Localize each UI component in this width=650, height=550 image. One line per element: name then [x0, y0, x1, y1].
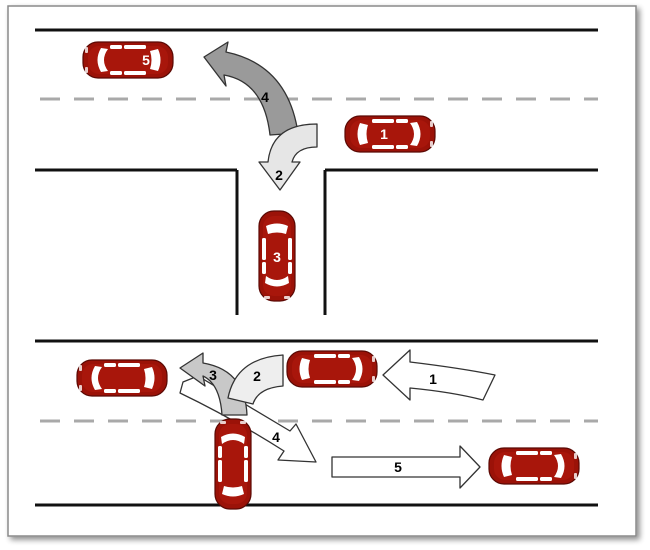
bottom-arrow-5-label: 5 — [394, 459, 402, 475]
bottom-arrow-2: 2 — [227, 354, 284, 405]
bottom-car-mid — [286, 350, 378, 388]
top-arrow-2: 2 — [258, 123, 318, 191]
bottom-arrow-1: 1 — [382, 349, 496, 401]
top-road-lines — [35, 28, 598, 315]
bottom-car-vertical — [215, 419, 251, 509]
top-car-5: 5 — [82, 41, 174, 79]
top-car-1: 1 — [344, 115, 436, 153]
bottom-arrow-2-label: 2 — [253, 368, 261, 384]
bottom-car-right — [488, 447, 580, 485]
top-arrow-4-label: 4 — [261, 89, 269, 105]
bottom-car-left — [76, 359, 168, 397]
bottom-arrow-5: 5 — [331, 445, 481, 489]
bottom-arrow-3-label: 3 — [209, 367, 217, 383]
bottom-arrow-4-label: 4 — [272, 429, 280, 445]
top-car-1-label: 1 — [380, 126, 388, 142]
bottom-arrow-1-label: 1 — [429, 371, 437, 387]
top-car-3-label: 3 — [273, 249, 281, 265]
top-car-3: 3 — [259, 211, 295, 301]
top-arrow-2-label: 2 — [275, 167, 283, 183]
bottom-road-lines — [35, 339, 598, 507]
top-car-5-label: 5 — [142, 52, 150, 68]
